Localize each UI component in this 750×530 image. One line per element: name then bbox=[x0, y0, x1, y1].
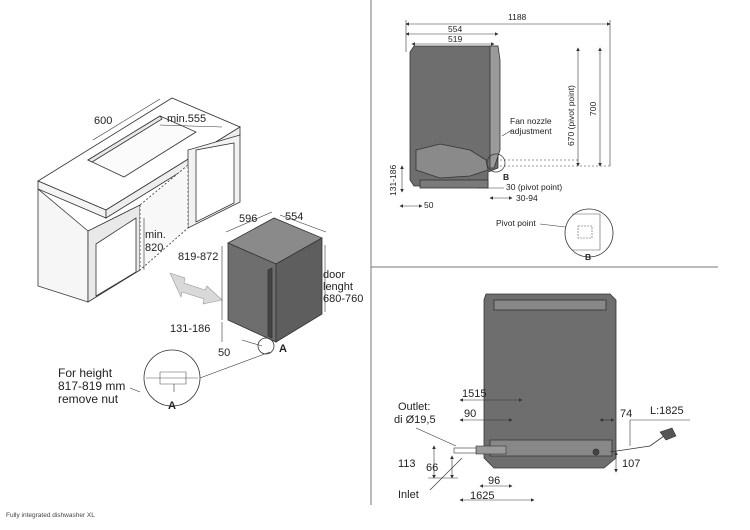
detail-a-marker: A bbox=[279, 343, 287, 355]
dim-plinth-height: 131-186 bbox=[170, 323, 210, 335]
marker-b: B bbox=[503, 172, 509, 182]
dim-machine-depth: 554 bbox=[285, 211, 303, 223]
detail-b-label: B bbox=[585, 252, 591, 262]
dim-height-pivot: 670 (pivot point) bbox=[566, 85, 576, 146]
detail-a-zoom bbox=[129, 349, 271, 407]
outlet-line2: di Ø19,5 bbox=[394, 414, 436, 426]
door-length-line3: 680-760 bbox=[323, 293, 363, 305]
dim-1625: 1625 bbox=[470, 490, 494, 502]
cabinet-isometric bbox=[37, 97, 241, 303]
pivot-detail-marker bbox=[486, 153, 506, 173]
hose-connection bbox=[453, 445, 507, 455]
dim-foot-50: 50 bbox=[424, 200, 434, 210]
rear-view-machine bbox=[483, 293, 617, 469]
detail-a-marker-circle bbox=[257, 337, 275, 355]
outlet-line1: Outlet: bbox=[398, 401, 430, 413]
insert-direction-arrow bbox=[169, 272, 223, 305]
dim-depth-519: 519 bbox=[448, 34, 462, 44]
dim-opening-min-label: min. bbox=[145, 229, 166, 241]
dim-cabinet-depth: min.555 bbox=[167, 113, 206, 125]
door-length-line2: lenght bbox=[323, 281, 353, 293]
rear-dimension-lines bbox=[415, 398, 690, 502]
dim-107: 107 bbox=[622, 458, 640, 470]
dim-66: 66 bbox=[426, 462, 438, 474]
power-cable bbox=[609, 427, 677, 453]
pivot-point-label: Pivot point bbox=[496, 218, 536, 228]
cable-length: L:1825 bbox=[650, 405, 684, 417]
dim-range-30-94: 30-94 bbox=[516, 193, 538, 203]
inlet-label: Inlet bbox=[398, 489, 419, 501]
dishwasher-machine bbox=[227, 217, 323, 343]
diagram-caption: Fully integrated dishwasher XL bbox=[6, 512, 95, 519]
fan-nozzle-line2: adjustment bbox=[510, 126, 552, 136]
dim-cabinet-width: 600 bbox=[94, 115, 112, 127]
side-dimension-lines bbox=[399, 20, 611, 208]
fan-nozzle-line1: Fan nozzle bbox=[510, 116, 552, 126]
dim-1515: 1515 bbox=[462, 388, 486, 400]
note-line2: 817-819 mm bbox=[58, 379, 125, 393]
dim-74: 74 bbox=[620, 408, 632, 420]
dim-machine-width: 596 bbox=[239, 213, 257, 225]
note-line3: remove nut bbox=[58, 392, 119, 406]
dim-plinth-range: 131-186 bbox=[388, 165, 398, 196]
dim-90: 90 bbox=[464, 408, 476, 420]
left-dimension-lines bbox=[92, 98, 327, 347]
door-length-line1: door bbox=[323, 269, 345, 281]
dim-machine-height: 819-872 bbox=[178, 251, 218, 263]
side-view-machine bbox=[409, 45, 501, 189]
dim-opening-height: 820 bbox=[145, 242, 163, 254]
dim-total-depth: 1188 bbox=[508, 12, 527, 22]
dim-96: 96 bbox=[488, 475, 500, 487]
note-line1: For height bbox=[58, 366, 113, 380]
dim-depth-554: 554 bbox=[448, 24, 462, 34]
dim-height-700: 700 bbox=[588, 102, 598, 116]
dim-113: 113 bbox=[398, 458, 416, 470]
dim-foot-offset: 50 bbox=[218, 347, 230, 359]
detail-b-zoom bbox=[539, 208, 614, 258]
detail-a-label: A bbox=[168, 400, 176, 412]
dim-pivot-30: 30 (pivot point) bbox=[506, 182, 562, 192]
